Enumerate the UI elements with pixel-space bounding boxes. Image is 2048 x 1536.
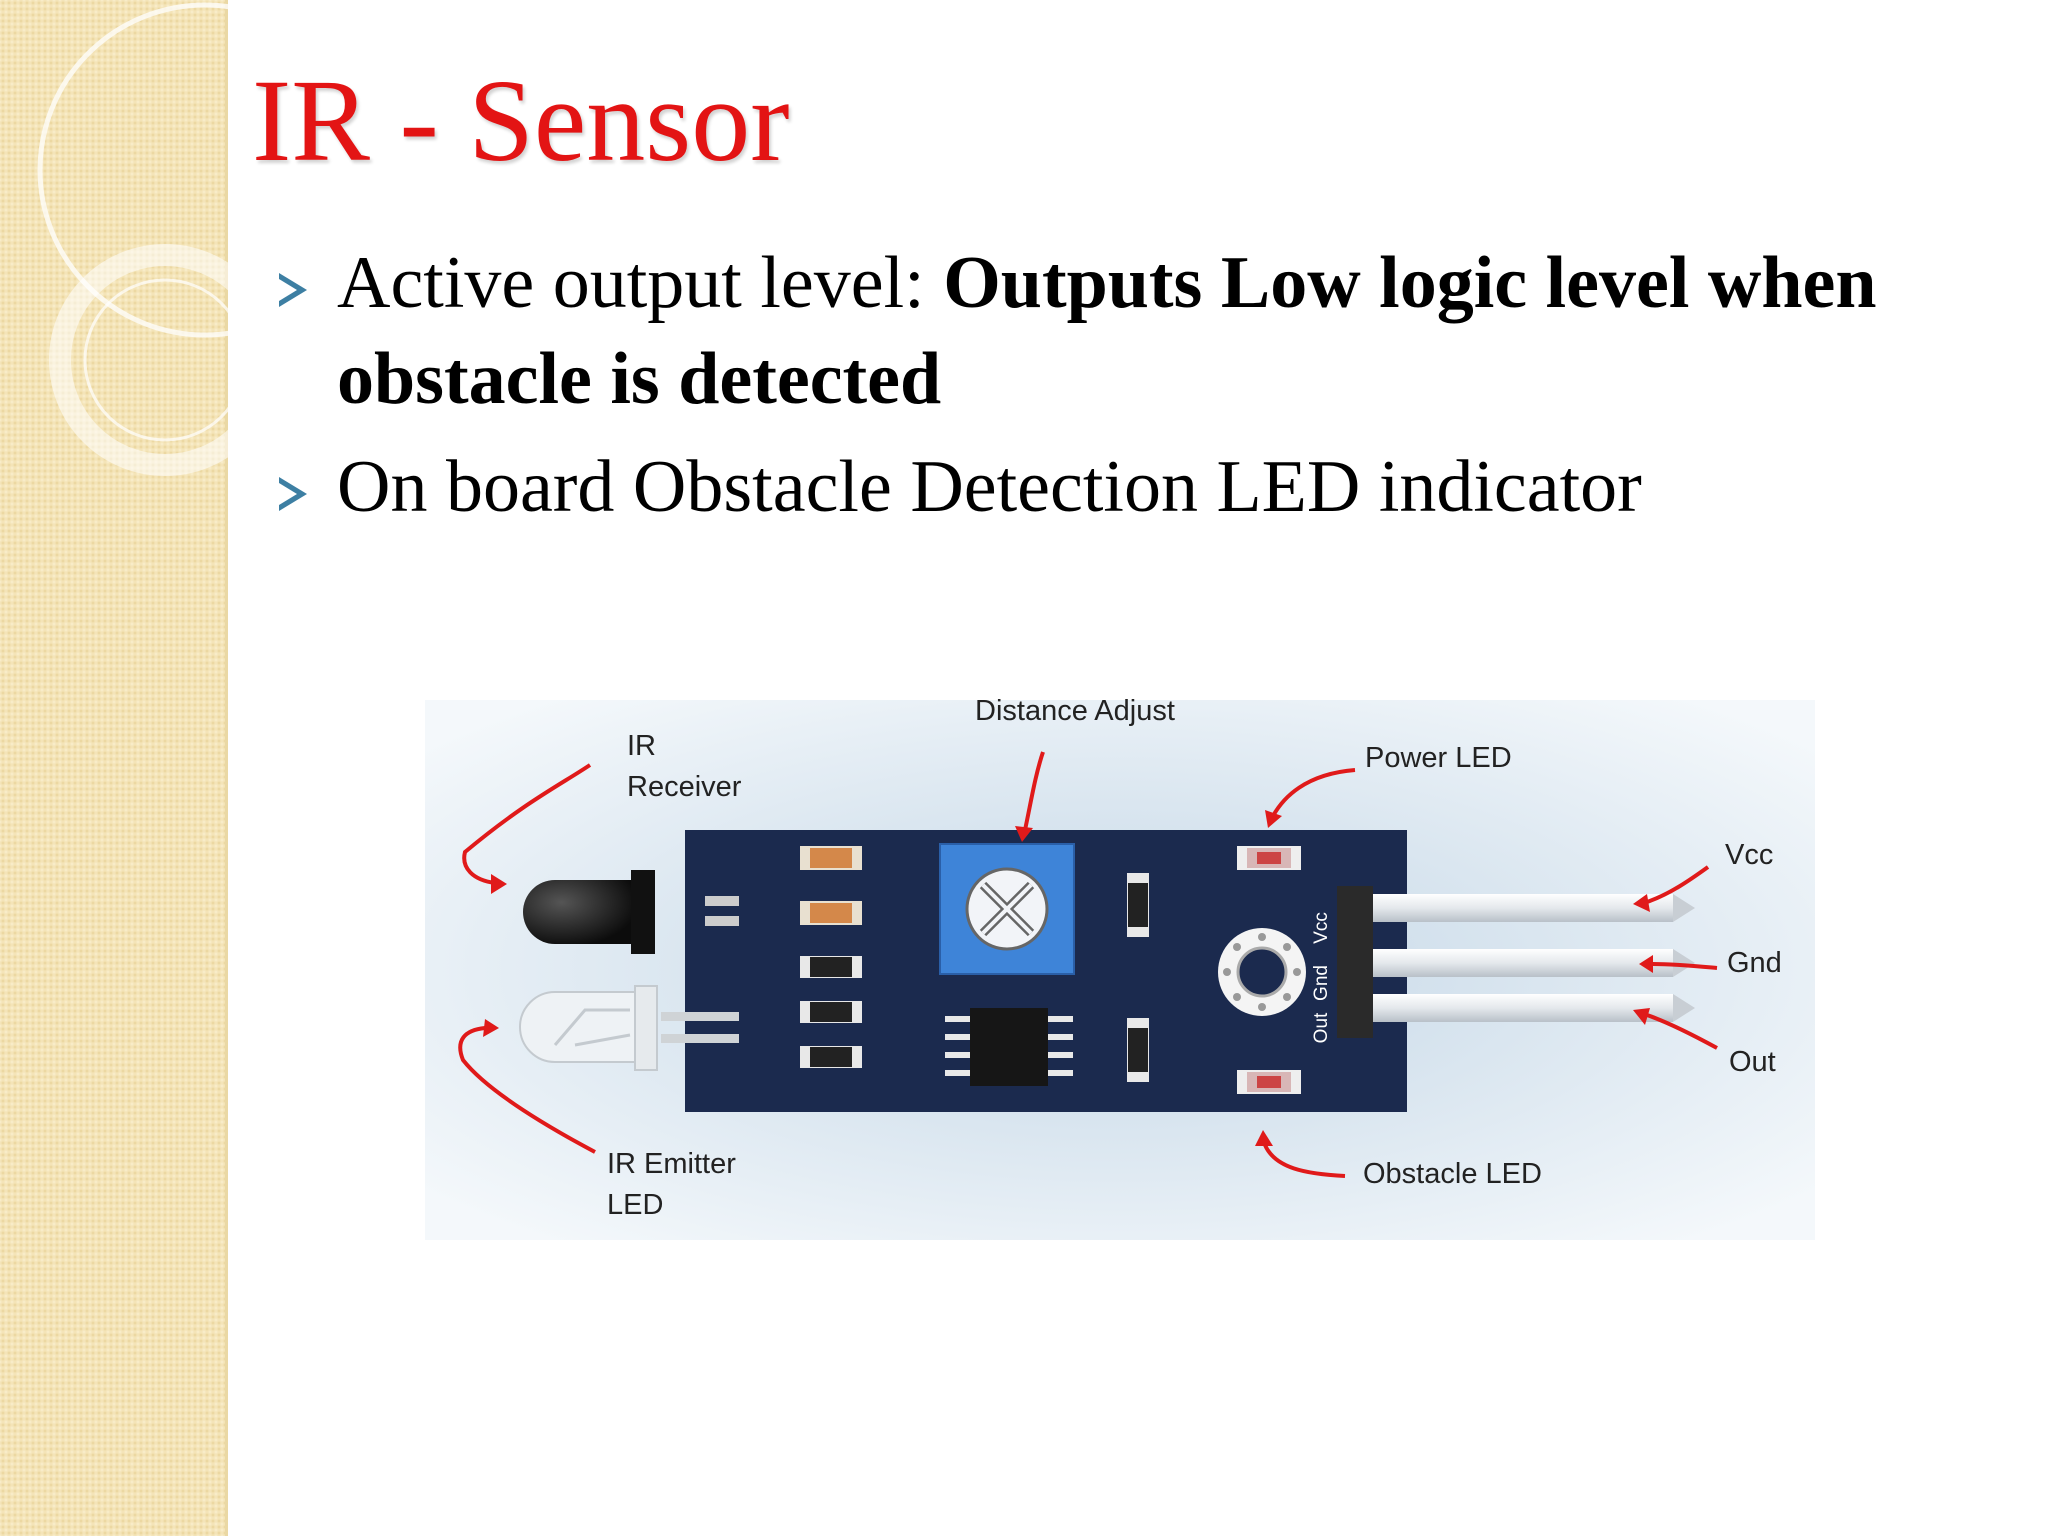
label-gnd: Gnd <box>1727 947 1782 979</box>
ir-emitter-component <box>519 985 739 1071</box>
bullet-arrow-icon <box>279 273 307 307</box>
board-pin-label-vcc: Vcc <box>1311 912 1332 944</box>
slide-title: IR - Sensor <box>252 55 790 186</box>
label-obstacle-led: Obstacle LED <box>1363 1158 1542 1190</box>
label-ir-emitter-line1: IR Emitter <box>607 1148 736 1180</box>
ir-sensor-diagram: Vcc Gnd Out <box>425 695 1815 1240</box>
label-distance-adjust: Distance Adjust <box>975 695 1175 727</box>
board-pin-label-gnd: Gnd <box>1311 965 1332 1001</box>
bullet-arrow-icon <box>279 477 307 511</box>
comparator-ic <box>945 1008 1073 1086</box>
label-ir-receiver-line1: IR <box>627 730 656 762</box>
side-band-edge <box>225 0 228 1536</box>
decorative-rings <box>37 2 260 476</box>
ir-receiver-component <box>523 870 739 954</box>
bullet-item: Active output level: Outputs Low logic l… <box>275 235 2035 427</box>
label-ir-receiver-line2: Receiver <box>627 771 742 803</box>
callout-arrows <box>458 751 1718 1178</box>
label-vcc: Vcc <box>1725 839 1773 871</box>
bullet-item: On board Obstacle Detection LED indicato… <box>275 439 2035 535</box>
label-power-led: Power LED <box>1365 742 1512 774</box>
power-led-component <box>1237 846 1301 870</box>
potentiometer <box>939 843 1075 975</box>
header-pins <box>1337 886 1695 1038</box>
label-out: Out <box>1729 1046 1776 1078</box>
board-pin-label-out: Out <box>1311 1012 1332 1043</box>
obstacle-led-component <box>1237 1070 1301 1094</box>
bullet-list: Active output level: Outputs Low logic l… <box>275 235 2035 535</box>
bullet-text: Active output level: <box>337 242 944 324</box>
bullet-bold-text: Outputs Low logic level when obstacle is… <box>337 242 1877 420</box>
mounting-hole <box>1218 928 1306 1016</box>
smd-components <box>800 846 1149 1082</box>
bullet-text: On board Obstacle Detection LED indicato… <box>337 446 1642 528</box>
label-ir-emitter-line2: LED <box>607 1189 663 1221</box>
